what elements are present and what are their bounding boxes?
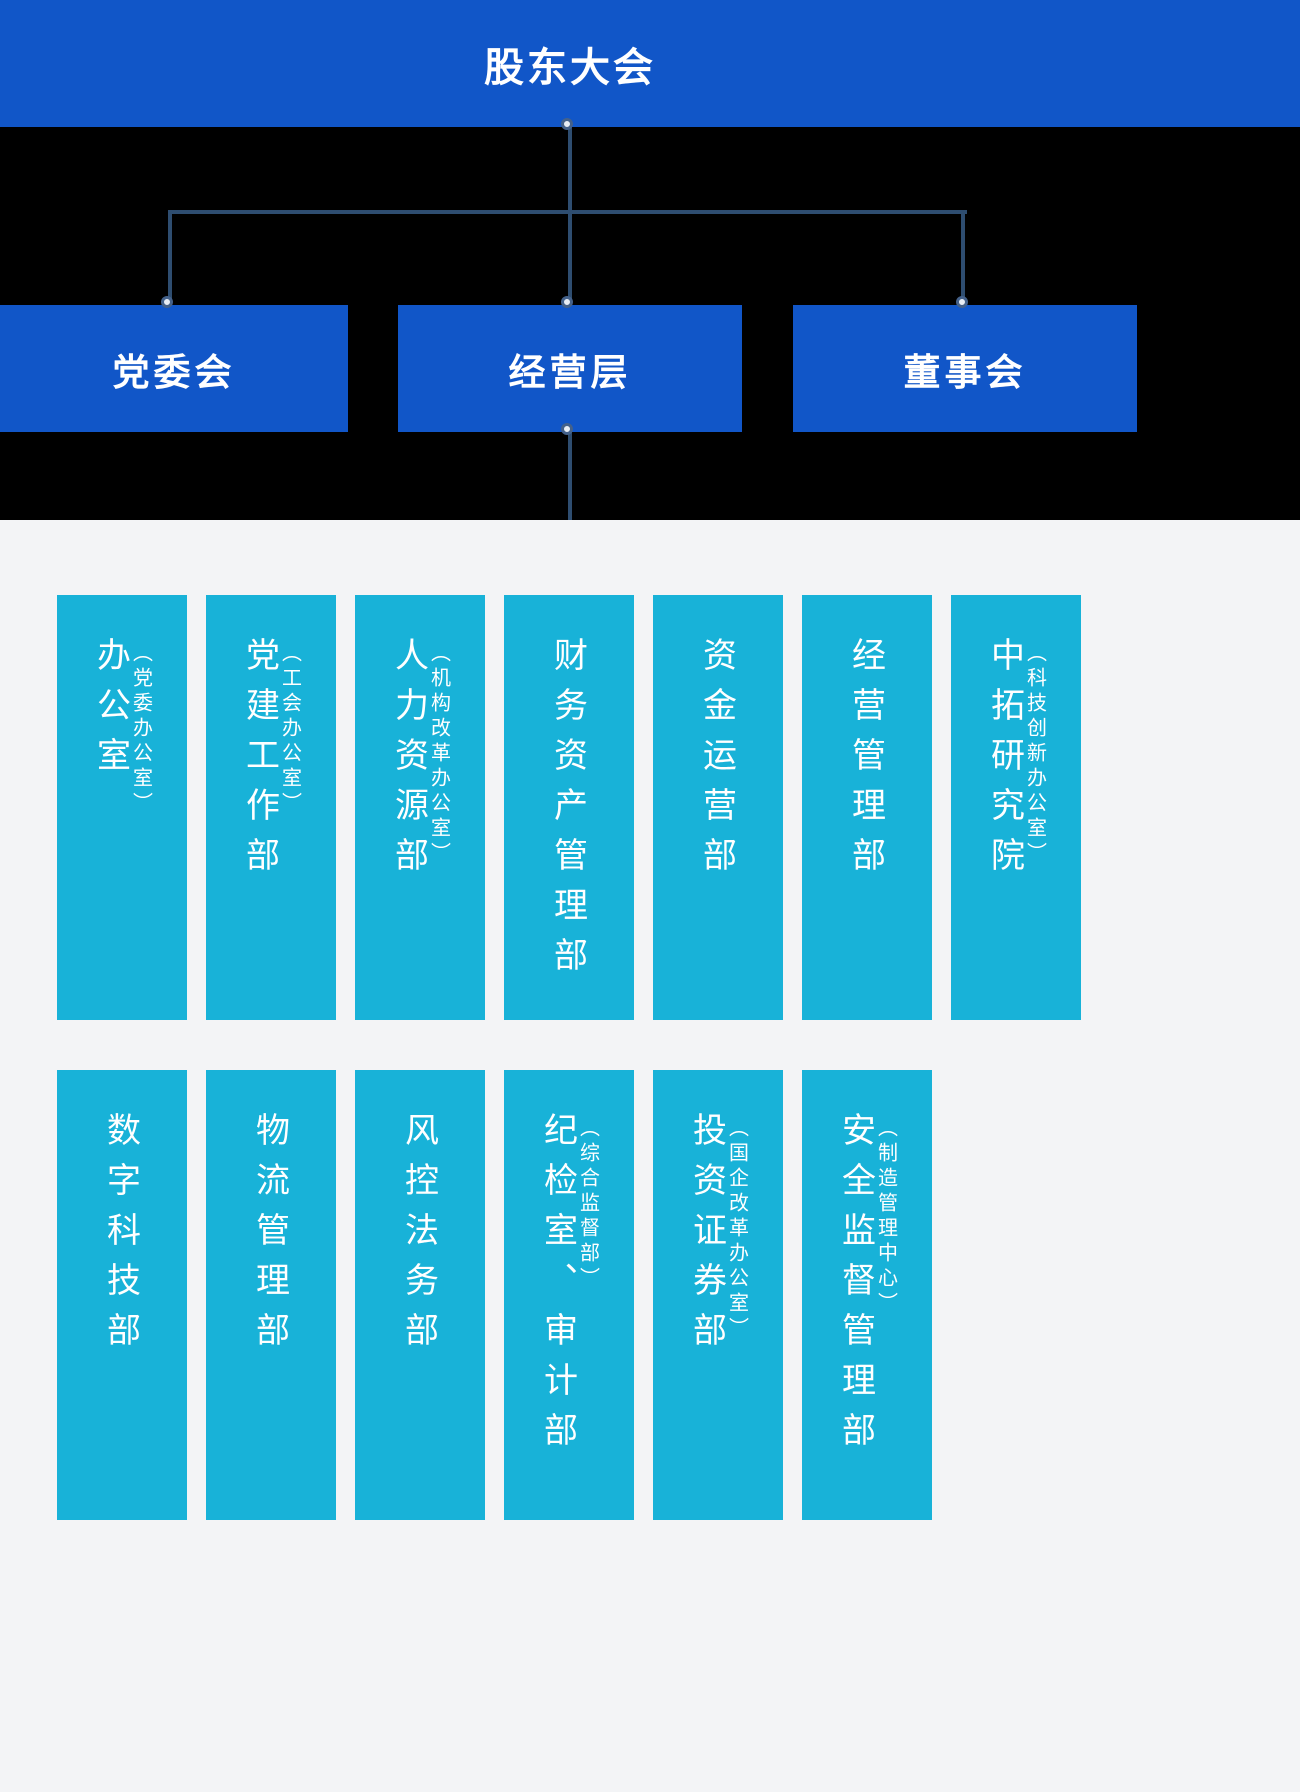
dept-name: 经营管理部	[846, 637, 885, 887]
dept-box-digital-technology: 数字科技部	[57, 1070, 187, 1520]
node-label: 董事会	[903, 351, 1027, 393]
connector-dot-mid	[561, 296, 573, 308]
dept-name: 财务资产管理部	[548, 637, 587, 987]
dept-name: 数字科技部	[101, 1112, 140, 1362]
dept-box-finance-assets: 财务资产管理部	[504, 595, 634, 1020]
connector-area: 党委会 经营层 董事会	[0, 118, 1300, 520]
dept-subname: （科技创新办公室）	[1023, 642, 1046, 867]
connector-dot-right	[956, 296, 968, 308]
dept-name: 风控法务部	[399, 1112, 438, 1362]
dept-box-capital-operations: 资金运营部	[653, 595, 783, 1020]
node-management: 经营层	[398, 305, 742, 432]
connector-line-top-drop	[568, 127, 572, 212]
node-board-of-directors: 董事会	[793, 305, 1137, 432]
connector-line-bottom-drop	[568, 432, 572, 520]
page-title: 股东大会	[484, 45, 656, 90]
node-label: 党委会	[112, 351, 236, 393]
dept-name: 安全监督管理部	[836, 1112, 875, 1462]
dept-box-human-resources: 人力资源部 （机构改革办公室）	[355, 595, 485, 1020]
dept-box-investment-securities: 投资证券部 （国企改革办公室）	[653, 1070, 783, 1520]
dept-subname: （制造管理中心）	[874, 1117, 897, 1317]
top-banner: 股东大会	[0, 0, 1300, 127]
connector-line-right-drop	[961, 210, 965, 305]
dept-box-business-management: 经营管理部	[802, 595, 932, 1020]
dept-box-risk-legal: 风控法务部	[355, 1070, 485, 1520]
dept-subname: （工会办公室）	[278, 642, 301, 817]
connector-line-mid-drop	[568, 210, 572, 305]
node-label: 经营层	[508, 351, 632, 393]
dept-name: 办公室	[91, 637, 130, 787]
dept-name: 物流管理部	[250, 1112, 289, 1362]
dept-box-office: 办公室 （党委办公室）	[57, 595, 187, 1020]
dept-subname: （国企改革办公室）	[725, 1117, 748, 1342]
dept-box-discipline-audit: 纪检室、审计部 （综合监督部）	[504, 1070, 634, 1520]
dept-name: 人力资源部	[389, 637, 428, 887]
dept-subname: （机构改革办公室）	[427, 642, 450, 867]
dept-subname: （党委办公室）	[129, 642, 152, 817]
dept-name: 纪检室、审计部	[538, 1112, 577, 1462]
node-party-committee: 党委会	[0, 305, 348, 432]
dept-name: 党建工作部	[240, 637, 279, 887]
dept-box-party-building: 党建工作部 （工会办公室）	[206, 595, 336, 1020]
connector-dot-top	[561, 118, 573, 130]
connector-dot-left	[161, 296, 173, 308]
dept-name: 投资证券部	[687, 1112, 726, 1362]
dept-name: 资金运营部	[697, 637, 736, 887]
connector-line-left-drop	[168, 210, 172, 305]
dept-box-logistics: 物流管理部	[206, 1070, 336, 1520]
dept-box-safety-supervision: 安全监督管理部 （制造管理中心）	[802, 1070, 932, 1520]
dept-box-research-institute: 中拓研究院 （科技创新办公室）	[951, 595, 1081, 1020]
connector-dot-mid-bottom	[561, 423, 573, 435]
department-grid: 办公室 （党委办公室） 党建工作部 （工会办公室） 人力资源部 （机构改革办公室…	[0, 520, 1300, 1792]
dept-subname: （综合监督部）	[576, 1117, 599, 1292]
connector-line-horizontal	[168, 210, 967, 214]
dept-name: 中拓研究院	[985, 637, 1024, 887]
